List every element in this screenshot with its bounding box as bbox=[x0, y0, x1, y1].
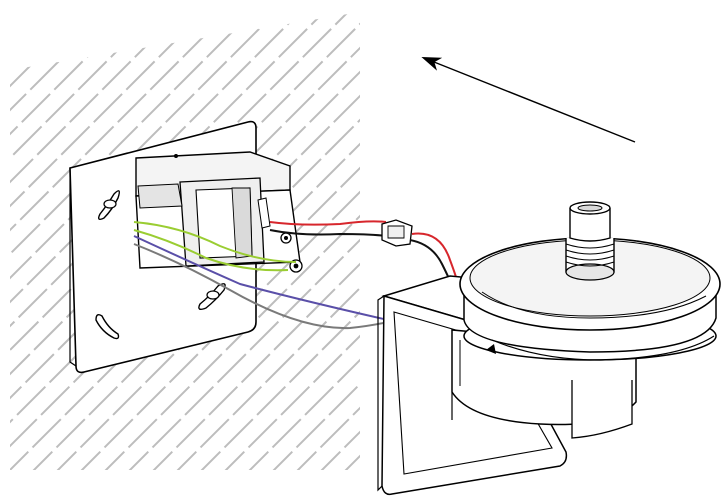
driver-box bbox=[135, 151, 301, 269]
wall-hatch-line bbox=[71, 12, 360, 470]
mounting-slot bbox=[95, 313, 120, 340]
wall-hatch-line bbox=[10, 12, 289, 470]
wire-red bbox=[269, 220, 387, 226]
wall-hatch-line bbox=[10, 12, 25, 470]
wall-hatch-line bbox=[10, 12, 145, 470]
wall-hatch-line bbox=[10, 12, 97, 470]
wall-hatch-line bbox=[696, 0, 724, 480]
wall-hatch-line bbox=[10, 12, 265, 470]
wall-hatch-line bbox=[648, 0, 724, 480]
wire-connector bbox=[381, 219, 413, 247]
wire-gray bbox=[133, 243, 389, 330]
wall-hatch-line bbox=[10, 12, 241, 470]
wall-hatch-line bbox=[624, 0, 724, 480]
wall-hatch-line bbox=[263, 12, 360, 470]
wall-hatch-line bbox=[10, 12, 217, 470]
wall-hatch-line bbox=[191, 12, 360, 470]
direction-arrow bbox=[421, 56, 636, 143]
wall-hatch-line bbox=[95, 12, 360, 470]
wall-hatch-line bbox=[239, 12, 360, 470]
wall-hatch-line bbox=[720, 0, 724, 480]
threaded-neck bbox=[565, 201, 615, 281]
wing-nut-lower bbox=[198, 283, 226, 311]
wall-hatch-line bbox=[119, 12, 360, 470]
wire-purple bbox=[133, 235, 389, 321]
wire-black bbox=[269, 229, 387, 237]
wing-nut-upper bbox=[97, 190, 121, 221]
wall-hatch-line bbox=[10, 12, 73, 470]
wall-hatch-line bbox=[10, 12, 169, 470]
wall-hatch-line bbox=[10, 12, 121, 470]
wall-hatch-line bbox=[167, 12, 360, 470]
wall-hatch-line bbox=[10, 12, 193, 470]
wall-hatch-line bbox=[672, 0, 724, 480]
wire-green bbox=[133, 221, 297, 272]
wall-hatch-line bbox=[215, 12, 360, 470]
wall-hatch-line bbox=[143, 12, 360, 470]
